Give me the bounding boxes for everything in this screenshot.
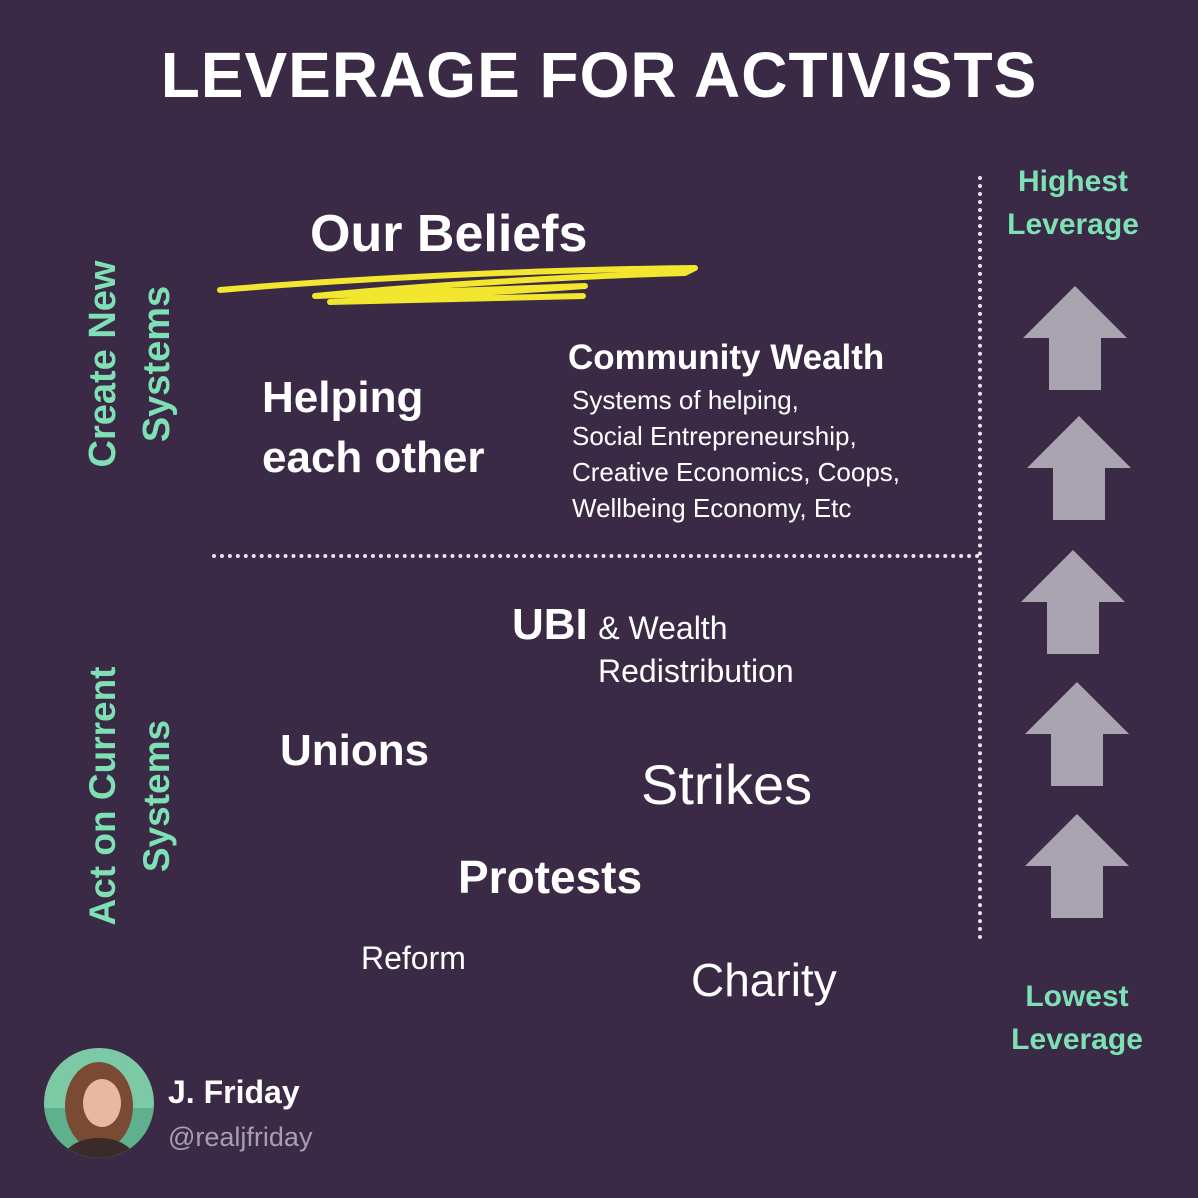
side-label-act-on-current-systems: Act on Current Systems bbox=[76, 646, 184, 946]
community-wealth-line: Social Entrepreneurship, bbox=[572, 418, 900, 454]
author-handle: @realjfriday bbox=[168, 1122, 312, 1153]
helping-line1: Helping bbox=[262, 368, 485, 428]
side-label-bottom-line2: Systems bbox=[130, 646, 184, 946]
avatar-image bbox=[44, 1048, 154, 1158]
helping-line2: each other bbox=[262, 428, 485, 488]
up-arrow-icon bbox=[1022, 812, 1132, 920]
vertical-divider bbox=[978, 176, 982, 940]
up-arrow-icon bbox=[1024, 414, 1134, 522]
highest-leverage-label: Highest Leverage bbox=[998, 160, 1148, 246]
community-wealth-line: Creative Economics, Coops, bbox=[572, 454, 900, 490]
reform-label: Reform bbox=[361, 940, 466, 977]
charity-label: Charity bbox=[691, 953, 837, 1007]
ubi-bold: UBI bbox=[512, 600, 588, 649]
author-name: J. Friday bbox=[168, 1074, 300, 1111]
lowest-line2: Leverage bbox=[1002, 1018, 1152, 1061]
side-label-bottom-line1: Act on Current bbox=[76, 646, 130, 946]
side-label-top-line2: Systems bbox=[130, 214, 184, 514]
protests-label: Protests bbox=[458, 850, 642, 904]
side-label-top-line1: Create New bbox=[76, 214, 130, 514]
helping-each-other: Helping each other bbox=[262, 368, 485, 488]
up-arrow-icon bbox=[1022, 680, 1132, 788]
page-title: LEVERAGE FOR ACTIVISTS bbox=[0, 38, 1198, 112]
yellow-underline-scribble bbox=[215, 262, 705, 310]
ubi-line2: Redistribution bbox=[598, 653, 794, 690]
side-label-create-new-systems: Create New Systems bbox=[76, 214, 184, 514]
up-arrow-icon bbox=[1018, 548, 1128, 656]
community-wealth-line: Systems of helping, bbox=[572, 382, 900, 418]
ubi-rest: & Wealth bbox=[598, 610, 727, 646]
author-avatar bbox=[44, 1048, 154, 1158]
community-wealth-list: Systems of helping, Social Entrepreneurs… bbox=[572, 382, 900, 526]
lowest-line1: Lowest bbox=[1002, 975, 1152, 1018]
horizontal-divider bbox=[212, 554, 980, 558]
highest-line1: Highest bbox=[998, 160, 1148, 203]
strikes-label: Strikes bbox=[641, 752, 812, 817]
ubi-label: UBI & Wealth bbox=[512, 600, 727, 650]
community-wealth-title: Community Wealth bbox=[568, 338, 884, 378]
highest-line2: Leverage bbox=[998, 203, 1148, 246]
unions-label: Unions bbox=[280, 726, 429, 776]
lowest-leverage-label: Lowest Leverage bbox=[1002, 975, 1152, 1061]
our-beliefs-label: Our Beliefs bbox=[310, 204, 587, 264]
up-arrow-icon bbox=[1020, 284, 1130, 392]
community-wealth-line: Wellbeing Economy, Etc bbox=[572, 490, 900, 526]
